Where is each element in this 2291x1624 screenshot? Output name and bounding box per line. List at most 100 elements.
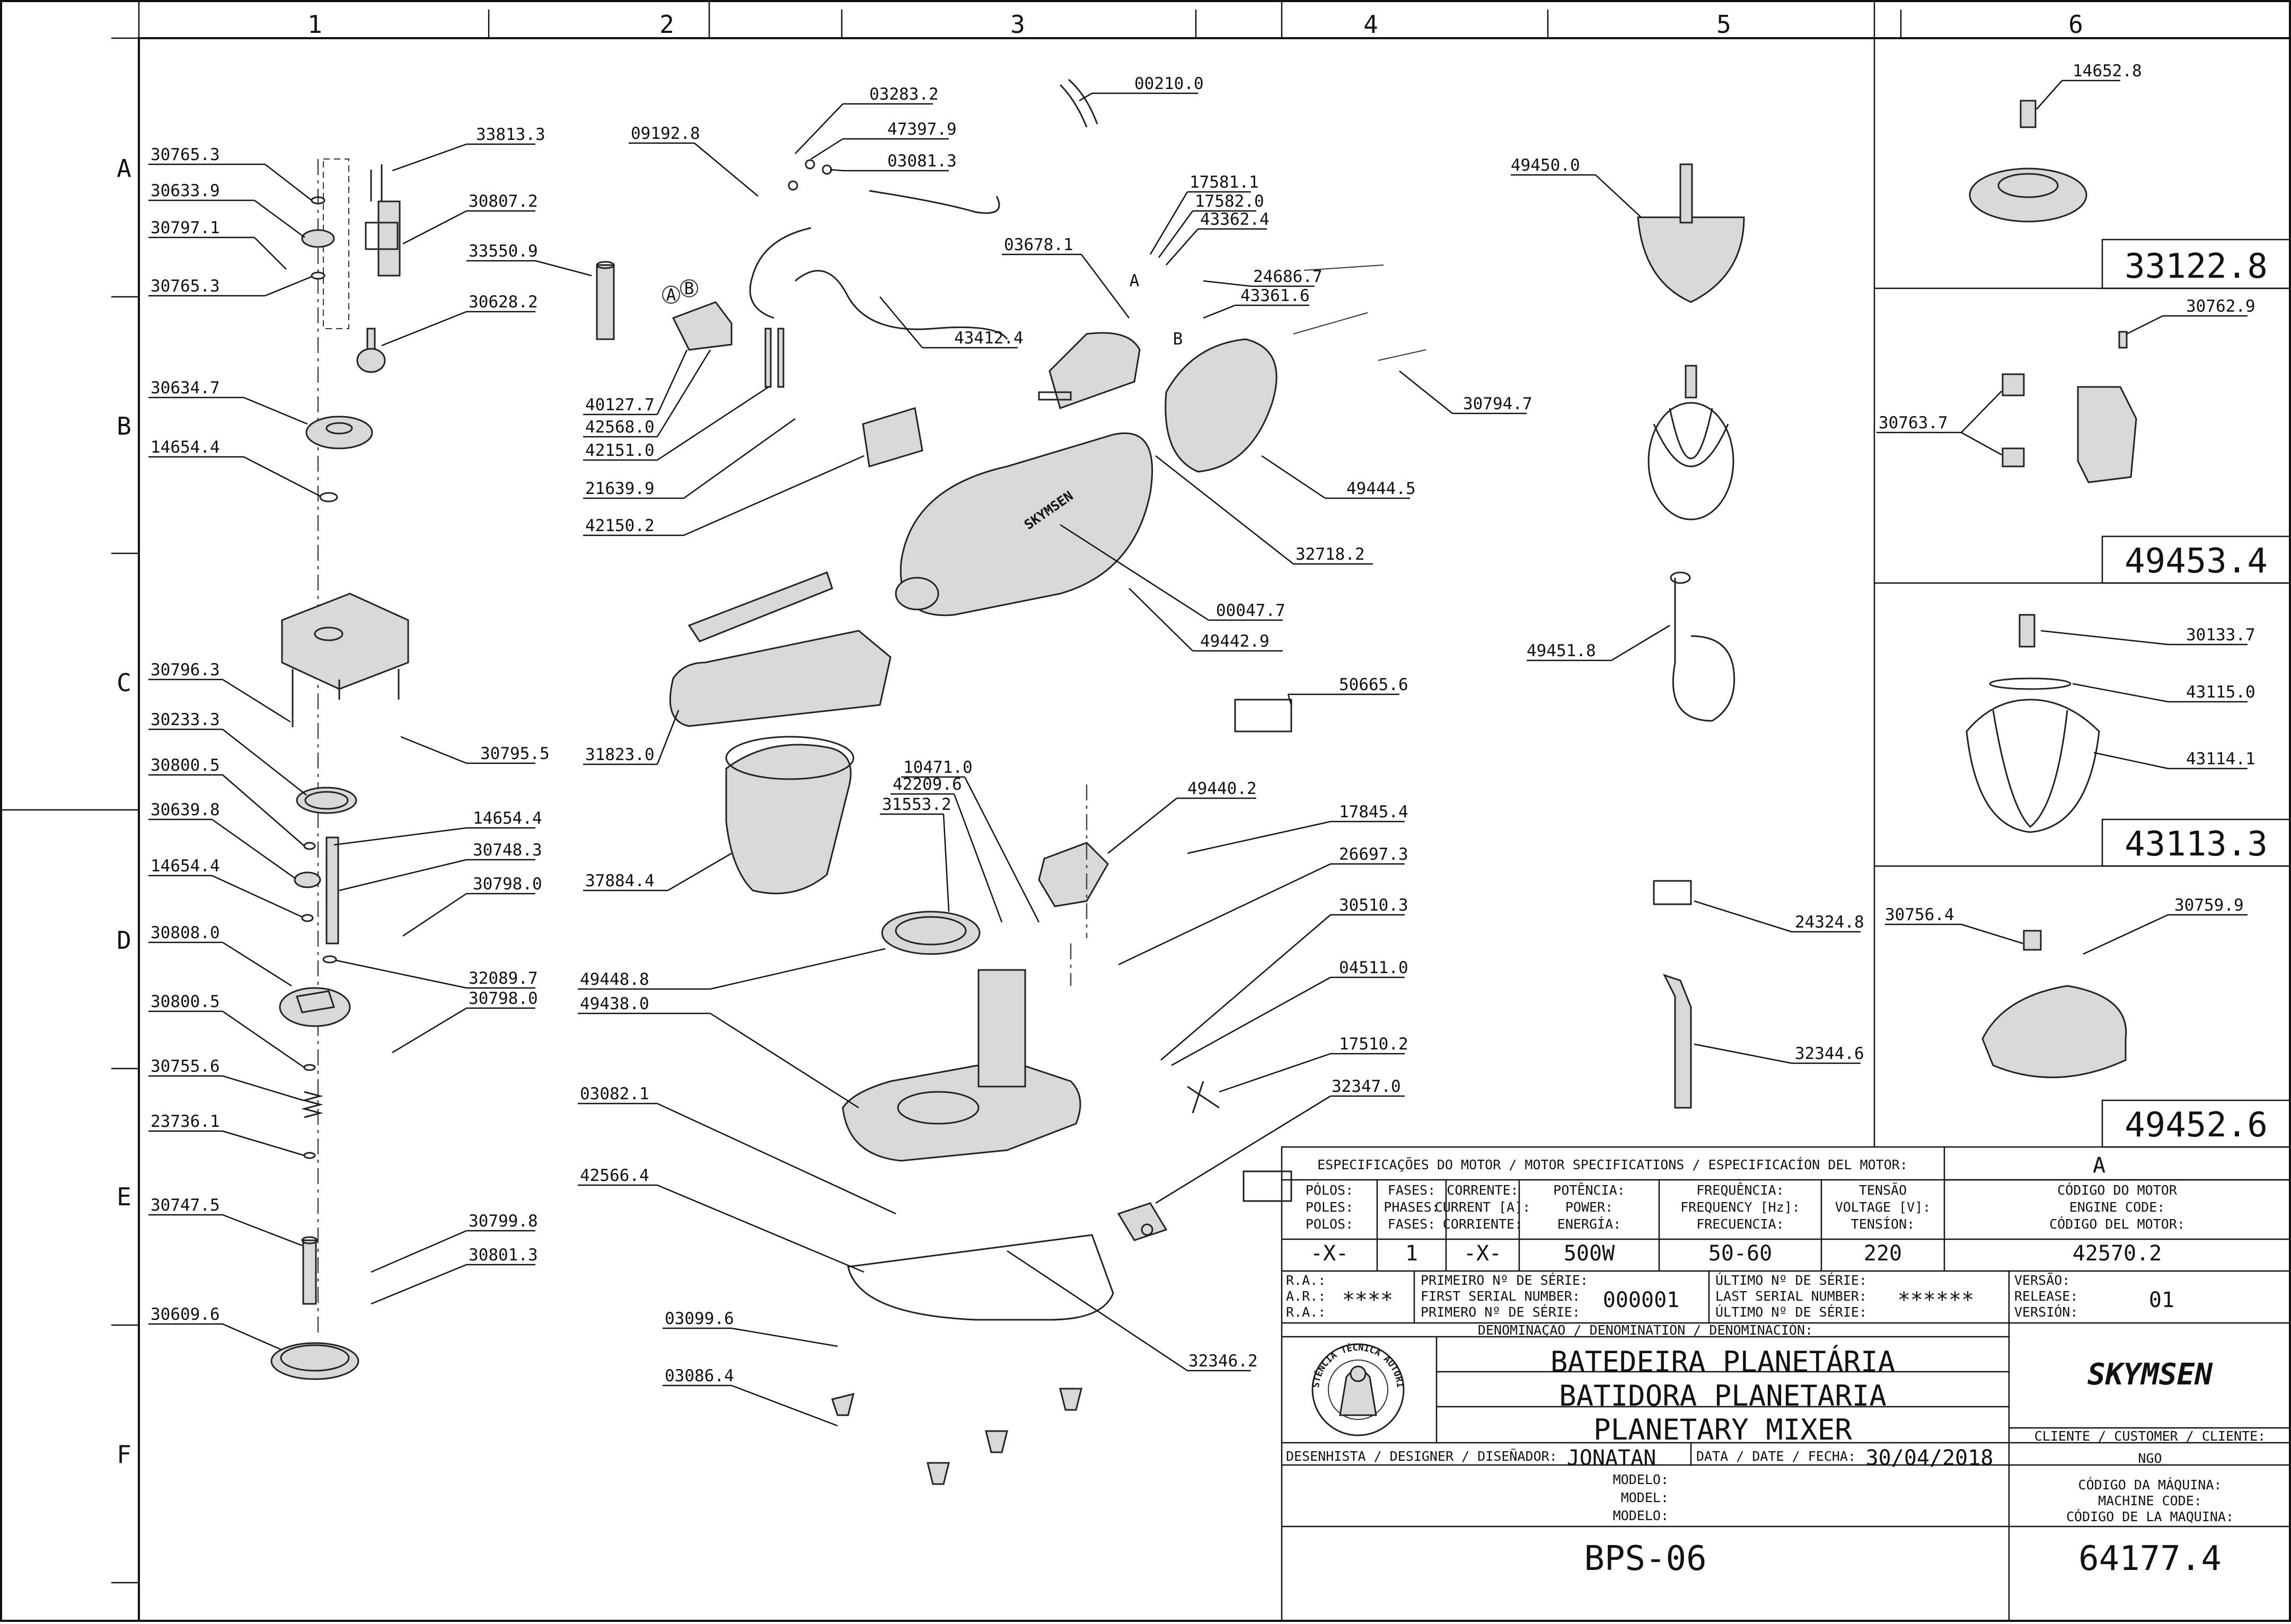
label-43412-4: 43412.4 [879,296,1024,349]
spec-col-frequency: FREQUÊNCIA: FREQUENCY [Hz]: FRECUENCIA: … [1680,1182,1800,1266]
label-32344-6: 32344.6 [1694,1043,1864,1064]
svg-text:26697.3: 26697.3 [1339,845,1408,864]
svg-text:01: 01 [2149,1288,2174,1312]
label-30798-0-b: 30798.0 [392,989,538,1054]
svg-text:CORRENTE:: CORRENTE: [1447,1182,1518,1198]
model-label-1: MODELO: [1613,1472,1669,1487]
label-14654-4-b: 14654.4 [148,857,303,918]
svg-text:43361.6: 43361.6 [1240,286,1310,305]
svg-text:17582.0: 17582.0 [1195,192,1264,211]
svg-text:49448.8: 49448.8 [580,970,649,989]
label-14654-4-c: 14654.4 [333,809,542,846]
svg-text:31823.0: 31823.0 [585,745,655,764]
svg-text:50665.6: 50665.6 [1339,675,1408,694]
svg-text:42151.0: 42151.0 [585,441,655,460]
svg-text:30799.8: 30799.8 [469,1212,538,1231]
label-26697-3: 26697.3 [1118,845,1408,966]
svg-text:30133.7: 30133.7 [2186,625,2255,645]
label-42150-2: 42150.2 [583,455,865,536]
callout-a-motor: A [1130,271,1140,290]
svg-text:FIRST SERIAL NUMBER:: FIRST SERIAL NUMBER: [1421,1288,1580,1304]
label-30798-0-a: 30798.0 [402,875,542,937]
svg-text:30800.5: 30800.5 [151,756,220,775]
label-30609-6: 30609.6 [148,1305,281,1351]
svg-text:30801.3: 30801.3 [469,1246,538,1265]
label-30796-3: 30796.3 [148,660,291,723]
grid-column-labels: 1 2 3 4 5 6 [307,10,2083,39]
svg-text:000001: 000001 [1603,1288,1680,1312]
spec-col-poles: PÓLOS: POLES: POLOS: -X- [1306,1182,1353,1266]
customer-label: CLIENTE / CUSTOMER / CLIENTE: [2034,1428,2266,1444]
svg-text:04511.0: 04511.0 [1339,958,1408,977]
svg-text:****: **** [1342,1288,1393,1312]
svg-text:17510.2: 17510.2 [1339,1035,1408,1054]
svg-text:POLES:: POLES: [1306,1199,1353,1215]
svg-text:30807.2: 30807.2 [469,192,538,211]
kit-code-43113-3: 43113.3 [2125,825,2268,864]
label-30747-5: 30747.5 [148,1196,303,1247]
svg-text:30765.3: 30765.3 [151,145,220,164]
label-30762-9: 30762.9 [2126,297,2255,335]
grid-row-F: F [117,1440,131,1469]
label-30765-3-b: 30765.3 [148,276,312,297]
svg-text:43115.0: 43115.0 [2186,683,2255,702]
svg-text:30808.0: 30808.0 [151,923,220,942]
svg-text:ÚLTIMO Nº DE SÉRIE:: ÚLTIMO Nº DE SÉRIE: [1715,1304,1867,1320]
grid-row-D: D [117,926,131,955]
label-30634-7: 30634.7 [148,378,308,425]
label-30765-3-a: 30765.3 [148,145,312,201]
svg-text:FASES:: FASES: [1388,1182,1435,1198]
label-42151-0: 42151.0 [583,386,769,461]
kit-code-49453-4: 49453.4 [2125,542,2268,581]
svg-text:VERSIÓN:: VERSIÓN: [2014,1304,2078,1320]
label-32347-0: 32347.0 [1155,1077,1405,1204]
label-30763-7: 30763.7 [1876,391,2002,456]
machine-code-label-1: CÓDIGO DA MÁQUINA: [2078,1477,2222,1493]
label-30755-6: 30755.6 [148,1057,304,1101]
svg-text:POTÊNCIA:: POTÊNCIA: [1553,1182,1625,1198]
label-30233-3: 30233.3 [148,710,307,796]
label-03086-4: 03086.4 [663,1366,838,1427]
svg-text:PRIMERO Nº DE SÉRIE:: PRIMERO Nº DE SÉRIE: [1421,1304,1580,1320]
kit-code-33122-8: 33122.8 [2125,247,2268,286]
svg-text:30755.6: 30755.6 [151,1057,220,1076]
svg-text:03099.6: 03099.6 [665,1309,734,1328]
grid-col-4: 4 [1363,10,1378,39]
svg-text:32089.7: 32089.7 [469,969,538,988]
denomination-header: DENOMINAÇÃO / DENOMINATION / DENOMINACIÓ… [1478,1322,1813,1338]
label-31823-0: 31823.0 [583,710,680,765]
svg-text:21639.9: 21639.9 [585,479,655,498]
label-03283-2: 03283.2 [795,85,939,154]
svg-text:VOLTAGE [V]:: VOLTAGE [V]: [1835,1199,1931,1215]
label-30510-3: 30510.3 [1160,896,1408,1061]
svg-text:-X-: -X- [1464,1241,1502,1266]
label-33550-9: 33550.9 [466,242,592,277]
svg-text:50-60: 50-60 [1708,1241,1772,1266]
brand-logo: SKYMSEN [2087,1357,2213,1392]
svg-text:30756.4: 30756.4 [1885,905,1954,924]
label-14652-8: 14652.8 [2036,61,2142,110]
svg-text:14652.8: 14652.8 [2073,61,2142,81]
spec-col-phases: FASES: PHASES: FASES: 1 [1384,1182,1439,1266]
label-32346-2: 32346.2 [1007,1250,1258,1372]
svg-text:24324.8: 24324.8 [1795,913,1864,932]
callout-b-motor: B [1173,330,1183,349]
spec-col-voltage: TENSÃO VOLTAGE [V]: TENSÍON: 220 [1835,1182,1931,1266]
mixer-body-drawing: SKYMSEN [669,78,1426,1485]
grid-row-E: E [117,1182,131,1211]
label-30133-7: 30133.7 [2040,625,2255,646]
label-42566-4: 42566.4 [578,1166,865,1273]
designer-label: DESENHISTA / DESIGNER / DISEÑADOR: [1286,1448,1557,1464]
svg-text:00047.7: 00047.7 [1216,601,1285,620]
svg-text:PRIMEIRO Nº DE SÉRIE:: PRIMEIRO Nº DE SÉRIE: [1421,1273,1588,1288]
label-30628-2: 30628.2 [381,293,538,347]
svg-text:23736.1: 23736.1 [151,1112,220,1131]
label-10471-0: 10471.0 [901,758,1040,923]
svg-text:49442.9: 49442.9 [1200,632,1270,651]
label-17582-0: 17582.0 [1158,192,1264,258]
svg-text:09192.8: 09192.8 [631,124,700,143]
label-30797-1: 30797.1 [148,218,287,270]
name-es: BATIDORA PLANETARIA [1559,1379,1887,1413]
kit-panels: 33122.8 49453.4 43113.3 49452.6 [1873,38,2291,1148]
